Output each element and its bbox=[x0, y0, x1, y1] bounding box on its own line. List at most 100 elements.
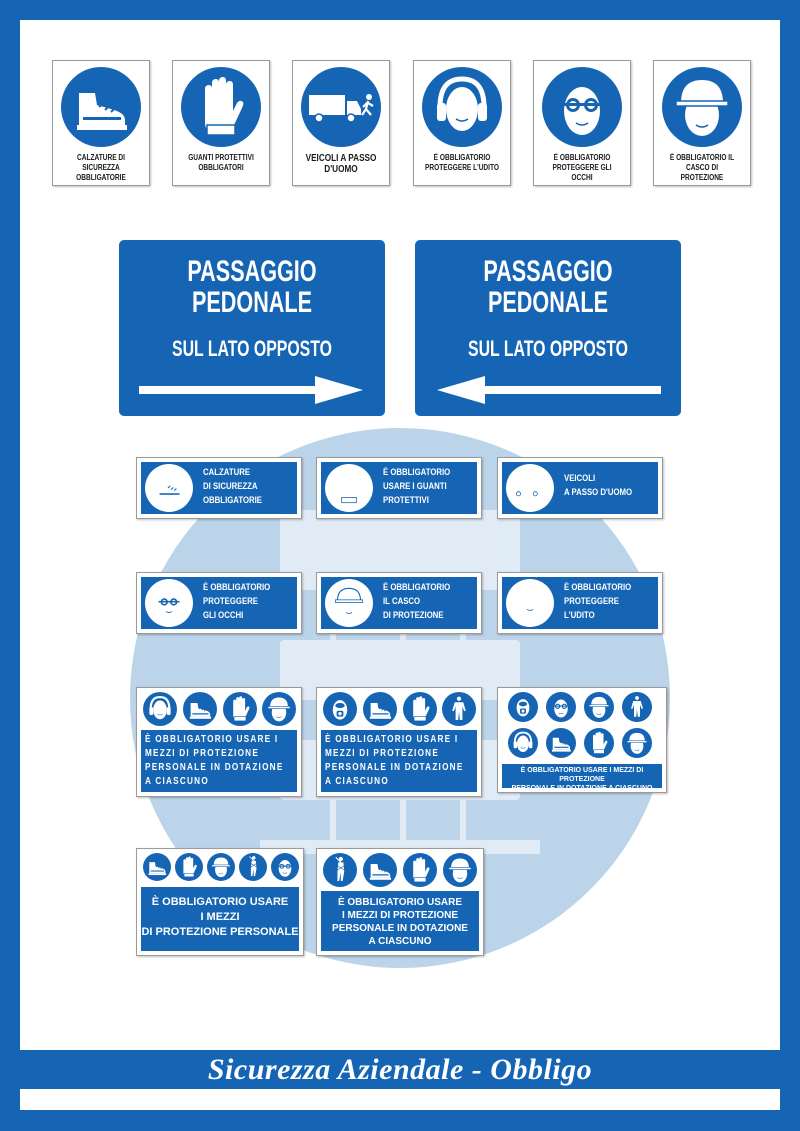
sign-text: CALZATURE DI SICUREZZA OBBLIGATORIE bbox=[203, 466, 278, 508]
sign-panel: È OBBLIGATORIO USARE I GUANTI PROTETTIVI bbox=[321, 462, 477, 514]
sign-text-line: È OBBLIGATORIO USARE I MEZZI DI PROTEZIO… bbox=[520, 767, 644, 783]
sign-text-line: È OBBLIGATORIO USARE bbox=[337, 897, 463, 908]
sign-text: È OBBLIGATORIO IL CASCO DI PROTEZIONE bbox=[383, 581, 458, 623]
sign-text-line: DI PROTEZIONE bbox=[383, 610, 444, 621]
sign-text: VEICOLI A PASSO D'UOMO bbox=[564, 472, 639, 500]
glove-icon bbox=[328, 467, 370, 509]
sign-icon-circle bbox=[508, 692, 538, 722]
sign-text: È OBBLIGATORIO USARE I MEZZI DI PROTEZIO… bbox=[321, 896, 479, 948]
helmet-icon bbox=[207, 853, 235, 881]
sign-text: È OBBLIGATORIO PROTEGGERE GLI OCCHI bbox=[203, 581, 278, 623]
sign-icon-circle bbox=[584, 728, 614, 758]
goggles-icon bbox=[542, 67, 622, 147]
sign-icon-circle bbox=[325, 464, 373, 512]
safety-shoe-icon bbox=[143, 853, 171, 881]
overalls-icon bbox=[622, 692, 652, 722]
frame-top-border bbox=[0, 0, 800, 20]
sign-title-line2: PEDONALE bbox=[191, 286, 313, 319]
sign-circle bbox=[662, 67, 742, 147]
multi-sign-ppe-3: È OBBLIGATORIO USARE I MEZZI DI PROTEZIO… bbox=[497, 687, 667, 793]
sign-panel: È OBBLIGATORIO PROTEGGERE L'UDITO bbox=[502, 577, 658, 629]
safety-shoe-icon bbox=[546, 728, 576, 758]
horizontal-sign-ear-protection: È OBBLIGATORIO PROTEGGERE L'UDITO bbox=[497, 572, 663, 634]
sign-icon-circle bbox=[325, 579, 373, 627]
horizontal-sign-eye-protection: È OBBLIGATORIO PROTEGGERE GLI OCCHI bbox=[136, 572, 302, 634]
sign-panel: È OBBLIGATORIO USARE I MEZZI DI PROTEZIO… bbox=[502, 764, 662, 792]
sign-protective-gloves: GUANTI PROTETTIVI OBBLIGATORI bbox=[172, 60, 270, 186]
sign-icon-circle bbox=[622, 728, 652, 758]
sign-panel: È OBBLIGATORIO PROTEGGERE GLI OCCHI bbox=[141, 577, 297, 629]
sign-panel: È OBBLIGATORIO IL CASCO DI PROTEZIONE bbox=[321, 577, 477, 629]
sign-icon-circle bbox=[262, 692, 296, 726]
glove-icon bbox=[584, 728, 614, 758]
helmet-icon bbox=[443, 853, 477, 887]
sign-icon-circle bbox=[145, 579, 193, 627]
sign-icon-circle bbox=[508, 728, 538, 758]
sign-panel: VEICOLI A PASSO D'UOMO bbox=[502, 462, 658, 514]
safety-shoe-icon bbox=[183, 692, 217, 726]
sign-text-line: PERSONALE IN DOTAZIONE bbox=[145, 762, 284, 773]
sign-text-line: A CIASCUNO bbox=[368, 936, 432, 947]
sign-text-line: MEZZI DI PROTEZIONE bbox=[145, 748, 260, 759]
sign-text-line: I MEZZI bbox=[200, 911, 240, 923]
respirator-icon bbox=[508, 692, 538, 722]
sign-circle bbox=[422, 67, 502, 147]
sign-icon-circle bbox=[207, 853, 235, 881]
sign-label: VEICOLI A PASSO D'UOMO bbox=[305, 153, 377, 175]
sign-text-line: PROTEGGERE bbox=[203, 596, 258, 607]
helmet-icon bbox=[622, 728, 652, 758]
sign-text-line: È OBBLIGATORIO USARE bbox=[151, 896, 289, 908]
arrow-right-icon bbox=[139, 374, 365, 406]
sign-icon-circle bbox=[223, 692, 257, 726]
sign-text-line: PROTEGGERE bbox=[564, 596, 619, 607]
frame-right-border bbox=[780, 0, 800, 1131]
sign-icon-circle bbox=[546, 692, 576, 722]
footer-band bbox=[0, 1050, 800, 1090]
sign-icon-circle bbox=[442, 692, 476, 726]
sign-icon-circle bbox=[145, 464, 193, 512]
sign-panel: È OBBLIGATORIO USARE I MEZZI DI PROTEZIO… bbox=[141, 730, 297, 792]
sign-panel: È OBBLIGATORIO USARE I MEZZI DI PROTEZIO… bbox=[321, 730, 477, 792]
sign-vehicles-walking-pace: VEICOLI A PASSO D'UOMO bbox=[292, 60, 390, 186]
sign-title-line1: PASSAGGIO bbox=[483, 255, 613, 288]
horizontal-sign-gloves: È OBBLIGATORIO USARE I GUANTI PROTETTIVI bbox=[316, 457, 482, 519]
ear-protection-icon bbox=[508, 728, 538, 758]
sign-label: È OBBLIGATORIO PROTEGGERE L'UDITO bbox=[425, 153, 499, 172]
multi-sign-ppe-1: È OBBLIGATORIO USARE I MEZZI DI PROTEZIO… bbox=[136, 687, 302, 797]
truck-pedestrian-icon bbox=[301, 67, 381, 147]
sign-title-line2: PEDONALE bbox=[487, 286, 609, 319]
pedestrian-passage-sign-left: PASSAGGIO PEDONALE SUL LATO OPPOSTO bbox=[415, 240, 681, 416]
safety-shoe-icon bbox=[363, 692, 397, 726]
horizontal-sign-safety-shoes: CALZATURE DI SICUREZZA OBBLIGATORIE bbox=[136, 457, 302, 519]
sign-icon-circle bbox=[143, 853, 171, 881]
sign-label: GUANTI PROTETTIVI OBBLIGATORI bbox=[188, 153, 254, 172]
goggles-icon bbox=[271, 853, 299, 881]
overalls-icon bbox=[442, 692, 476, 726]
sign-icon-circle bbox=[271, 853, 299, 881]
sign-text-line: È OBBLIGATORIO bbox=[383, 582, 451, 593]
sign-text-line: PERSONALE IN DOTAZIONE bbox=[332, 923, 468, 934]
sign-label: CALZATURE DI SICUREZZA OBBLIGATORIE bbox=[76, 153, 126, 182]
sign-icon-circle bbox=[363, 692, 397, 726]
safety-shoe-icon bbox=[61, 67, 141, 147]
sign-subtitle: SUL LATO OPPOSTO bbox=[468, 336, 628, 361]
sign-text-line: OBBLIGATORIE bbox=[203, 495, 263, 506]
sign-text-line: È OBBLIGATORIO bbox=[203, 582, 271, 593]
sign-text-line: MEZZI DI PROTEZIONE bbox=[325, 748, 440, 759]
goggles-icon bbox=[148, 582, 190, 624]
safety-shoe-icon bbox=[148, 467, 190, 509]
footer-bottom-band bbox=[0, 1110, 800, 1131]
sign-circle bbox=[301, 67, 381, 147]
footer-title: Sicurezza Aziendale - Obbligo bbox=[207, 1053, 593, 1086]
sign-text-line: GLI OCCHI bbox=[203, 610, 244, 621]
sign-circle bbox=[542, 67, 622, 147]
multi-sign-ppe-5: È OBBLIGATORIO USARE I MEZZI DI PROTEZIO… bbox=[316, 848, 484, 956]
pedestrian-passage-sign-right: PASSAGGIO PEDONALE SUL LATO OPPOSTO bbox=[119, 240, 385, 416]
multi-sign-ppe-4: È OBBLIGATORIO USARE I MEZZI DI PROTEZIO… bbox=[136, 848, 304, 956]
frame-left-border bbox=[0, 0, 20, 1131]
sign-ear-protection: È OBBLIGATORIO PROTEGGERE L'UDITO bbox=[413, 60, 511, 186]
ear-protection-icon bbox=[422, 67, 502, 147]
sign-icon-circle bbox=[584, 692, 614, 722]
footer-white-stripe bbox=[20, 1089, 780, 1110]
respirator-icon bbox=[323, 692, 357, 726]
